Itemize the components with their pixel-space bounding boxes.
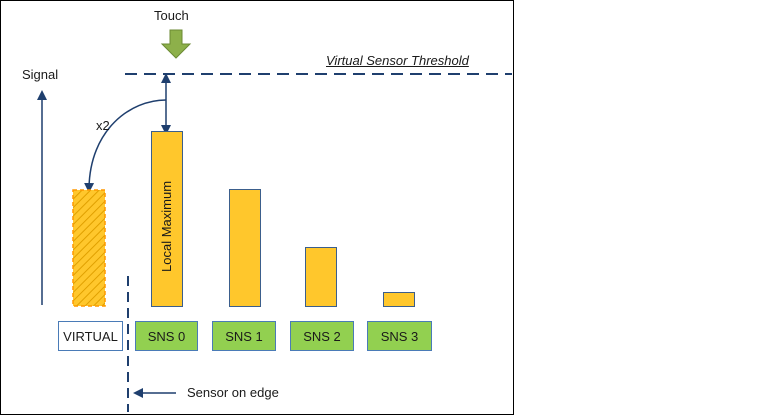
sensor-label-sns-0: SNS 0 [135,321,198,351]
threshold-label: Virtual Sensor Threshold [326,53,469,68]
x2-curve-arrow [84,99,167,193]
bar-sns-1 [229,189,261,307]
sensor-on-edge-label: Sensor on edge [187,385,279,400]
sensor-label-virtual: VIRTUAL [58,321,123,351]
touch-label: Touch [154,8,189,23]
local-maximum-label: Local Maximum [159,180,174,272]
x2-label: x2 [96,118,110,133]
bar-sns-2 [305,247,337,307]
signal-label: Signal [22,67,59,82]
bar-sns-0 [151,131,183,307]
sensor-label-sns-1: SNS 1 [212,321,276,351]
sensor-label-sns-2: SNS 2 [290,321,354,351]
virtual-bar [72,189,106,307]
down-arrow-icon [160,29,192,59]
sensor-label-sns-3: SNS 3 [367,321,432,351]
diagram-frame [0,0,514,415]
bar-sns-3 [383,292,415,307]
